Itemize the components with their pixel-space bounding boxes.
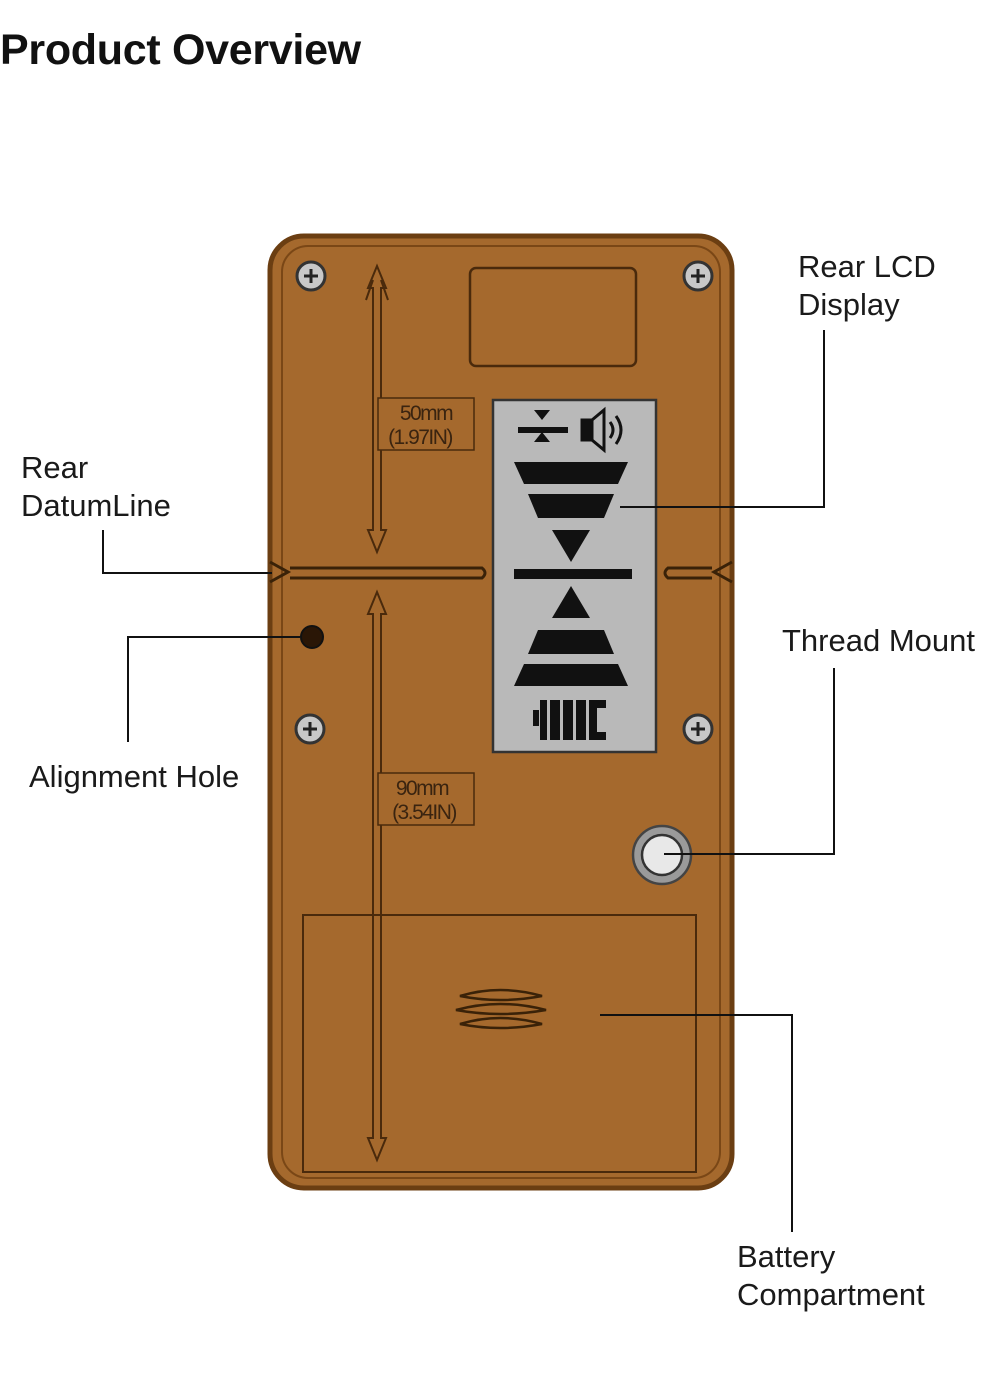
lcd-down-arrow — [514, 462, 628, 562]
callout-rear-datum-line: Rear DatumLine — [21, 449, 171, 525]
screw-icon — [295, 260, 327, 292]
callout-thread-mount: Thread Mount — [782, 622, 975, 660]
datum-line-groove — [269, 560, 733, 584]
screw-icon — [682, 713, 714, 745]
page-title: Product Overview — [0, 26, 361, 74]
callout-battery-compartment: Battery Compartment — [737, 1238, 925, 1314]
battery-compartment-cover — [302, 914, 697, 1173]
grip-icon — [455, 988, 547, 1030]
dimension-mm-upper: 50mm — [400, 402, 453, 425]
callout-alignment-hole-label: Alignment Hole — [29, 759, 240, 794]
leader-alignment-hole — [127, 636, 300, 742]
callout-rear-lcd-line1: Rear LCD — [798, 249, 936, 284]
top-window — [468, 266, 638, 368]
callout-battery-line2: Compartment — [737, 1277, 925, 1312]
callout-rear-datum-line1: Rear — [21, 450, 89, 485]
callout-alignment-hole: Alignment Hole — [29, 758, 239, 796]
leader-battery — [600, 1014, 793, 1232]
dimension-inch-lower: (3.54IN) — [392, 801, 456, 824]
leader-rear-lcd — [620, 330, 825, 508]
callout-thread-mount-label: Thread Mount — [782, 623, 975, 658]
dimension-inch-upper: (1.97IN) — [388, 426, 452, 449]
screw-icon — [294, 713, 326, 745]
screw-icon — [682, 260, 714, 292]
dimension-arrow-lower — [366, 589, 388, 1163]
callout-rear-lcd-line2: Display — [798, 287, 900, 322]
dimension-arrow-upper — [365, 263, 389, 555]
datum-indicator-icon — [518, 410, 568, 442]
lcd-center-line — [514, 569, 632, 579]
alignment-hole-icon — [300, 625, 324, 649]
dimension-mm-lower: 90mm — [396, 777, 449, 800]
callout-rear-lcd-display: Rear LCD Display — [798, 248, 936, 324]
speaker-icon — [580, 406, 623, 454]
battery-icon — [533, 700, 606, 740]
leader-lines — [102, 330, 835, 1232]
dimension-label-lower: 90mm (3.54IN) — [377, 772, 475, 826]
lcd-up-arrow — [514, 586, 628, 686]
rear-lcd-display — [491, 398, 658, 754]
callout-battery-line1: Battery — [737, 1239, 836, 1274]
callout-rear-datum-line2: DatumLine — [21, 488, 171, 523]
leader-rear-datum — [102, 530, 272, 574]
leader-thread-mount — [664, 668, 835, 855]
dimension-label-upper: 50mm (1.97IN) — [377, 397, 475, 451]
thread-mount-icon — [631, 824, 693, 886]
